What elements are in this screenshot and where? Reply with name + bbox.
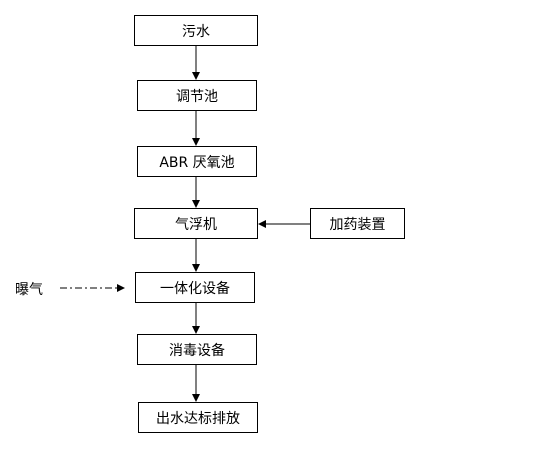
node-equalization-tank: 调节池 [137, 80, 257, 111]
node-wastewater: 污水 [134, 15, 258, 46]
node-integrated-equipment: 一体化设备 [135, 272, 255, 303]
node-abr-anaerobic-tank: ABR 厌氧池 [137, 146, 257, 177]
node-air-flotation-machine: 气浮机 [134, 208, 258, 239]
label-aeration: 曝气 [15, 282, 43, 298]
node-discharge-up-to-standard: 出水达标排放 [138, 402, 258, 433]
node-dosing-device: 加药装置 [310, 208, 405, 239]
node-disinfection-equipment: 消毒设备 [137, 334, 257, 365]
